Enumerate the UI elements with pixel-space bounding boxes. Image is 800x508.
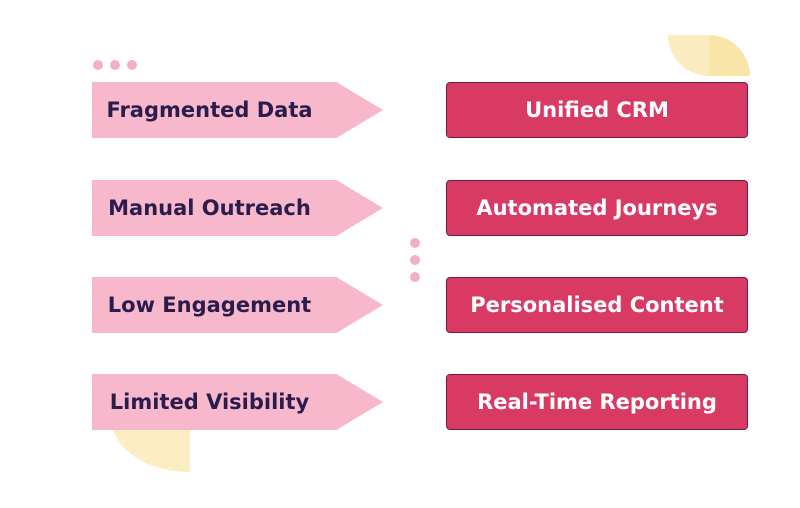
- solution-label: Real-Time Reporting: [477, 390, 717, 414]
- problem-arrow: Limited Visibility: [92, 374, 383, 430]
- problem-label: Low Engagement: [107, 293, 312, 317]
- solution-box: Real-Time Reporting: [446, 374, 748, 430]
- problem-arrow: Manual Outreach: [92, 180, 383, 236]
- solution-box: Personalised Content: [446, 277, 748, 333]
- solution-box: Unified CRM: [446, 82, 748, 138]
- solution-label: Automated Journeys: [476, 196, 718, 220]
- decorative-quarter-circle-bottom: [112, 420, 190, 472]
- dot: [127, 60, 137, 70]
- dot: [410, 255, 420, 265]
- problem-arrow: Low Engagement: [92, 277, 383, 333]
- dot: [410, 272, 420, 282]
- problem-label: Manual Outreach: [108, 196, 311, 220]
- problem-label: Fragmented Data: [106, 98, 313, 122]
- problem-arrow: Fragmented Data: [92, 82, 383, 138]
- problem-label: Limited Visibility: [109, 390, 310, 414]
- solution-label: Personalised Content: [470, 293, 724, 317]
- decorative-quarter-circle-top: [668, 35, 750, 76]
- solution-label: Unified CRM: [525, 98, 669, 122]
- dot: [410, 238, 420, 248]
- dot: [93, 60, 103, 70]
- solution-box: Automated Journeys: [446, 180, 748, 236]
- dot: [110, 60, 120, 70]
